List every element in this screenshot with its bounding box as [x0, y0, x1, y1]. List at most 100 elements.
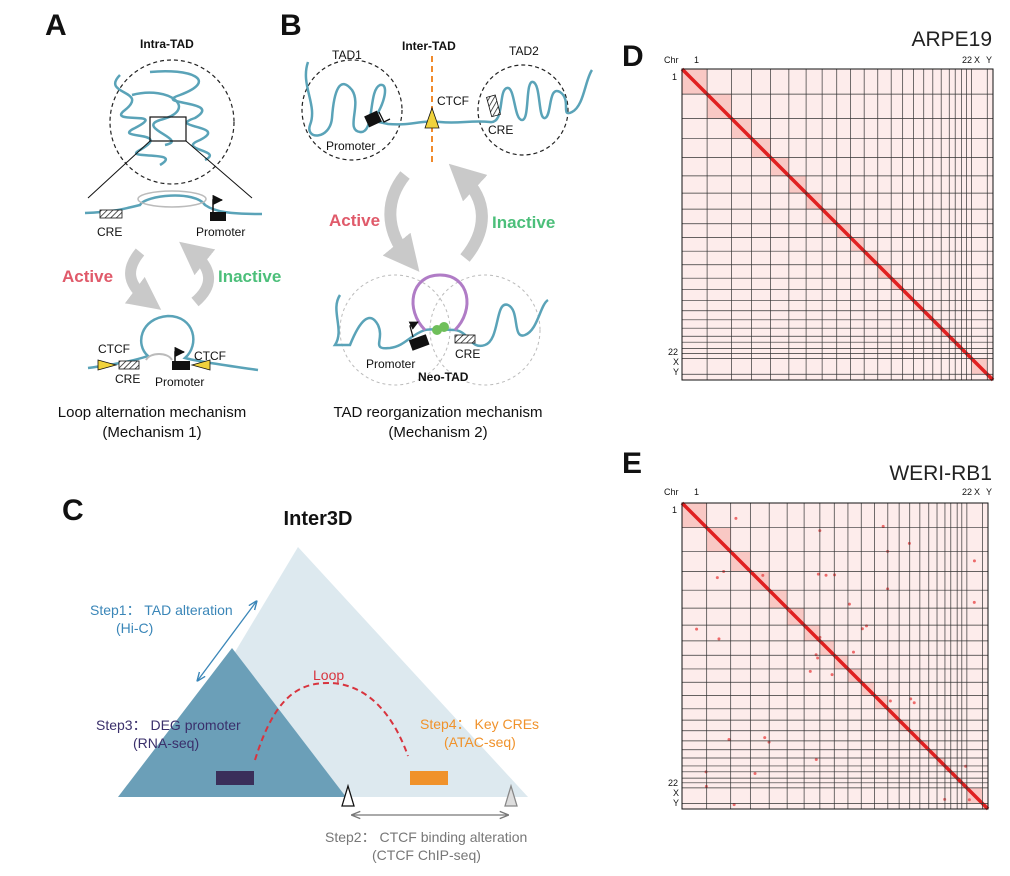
panel-e: E WERI-RB1 Chr 1 22 X Y 1 22 X Y [622, 447, 992, 811]
top-label-e-1: 1 [694, 487, 699, 497]
tad2-circle [477, 64, 569, 156]
step1-line2: (Hi-C) [116, 620, 153, 636]
top-label-e-x: X [974, 487, 980, 497]
ctcf-triangle-c-right [504, 783, 518, 807]
hic-e-contact-spot-1 [830, 673, 834, 677]
cre-box-bottom-a [118, 360, 140, 370]
ctcf-triangle-b [424, 106, 440, 129]
hic-e-contact-spot-21 [788, 608, 792, 612]
step3-line1: Step3： DEG promoter [96, 717, 241, 733]
chr-label-d: Chr [664, 55, 679, 65]
tss-arrow-bottom [174, 346, 186, 361]
tad1-circle [301, 59, 403, 161]
hic-e-contact-spot-3 [816, 656, 820, 660]
hic-e-contact-spot-23 [753, 772, 757, 776]
key-cre-bar [410, 771, 448, 785]
inactive-arrow-b [448, 163, 488, 262]
hic-title-e: WERI-RB1 [889, 462, 992, 485]
zoom-line-left [87, 140, 151, 199]
label-promoter-bottom-a: Promoter [155, 375, 204, 389]
hic-e-contact-spot-15 [808, 669, 812, 673]
panel-a-header: Intra-TAD [140, 37, 194, 51]
left-label-d-x: X [673, 357, 679, 367]
ctcf-triangle-left [97, 359, 118, 371]
label-ctcf-left-a: CTCF [98, 342, 130, 356]
zoom-line-right [185, 140, 253, 199]
hic-e-contact-spot-29 [695, 627, 699, 631]
loop-arc [254, 681, 409, 761]
hic-e-contact-spot-31 [972, 600, 976, 604]
hic-e-border [681, 502, 989, 810]
label-cre-b-top: CRE [488, 123, 513, 137]
step1-line1: Step1： TAD alteration [90, 602, 233, 618]
label-promoter-top-a: Promoter [196, 225, 245, 239]
inactive-arrow-a [179, 241, 216, 307]
hic-e-contact-spot-26 [912, 701, 916, 705]
chromatin-fiber-b-bottom [332, 294, 549, 350]
caption-a-line1: Loop alternation mechanism [58, 404, 246, 421]
tad2-circle-bottom [429, 274, 541, 386]
panel-b: B Inter-TAD TAD1 TAD2 CTCF Promoter CRE … [280, 9, 594, 441]
ctcf-triangle-c-left [341, 783, 355, 807]
cre-box-b-bottom [454, 334, 476, 344]
panel-b-letter: B [280, 9, 302, 42]
panel-c-letter: C [62, 494, 84, 527]
label-ctcf-b: CTCF [437, 94, 469, 108]
step2-line2: (CTCF ChIP-seq) [372, 847, 481, 863]
tad-triangle-small [118, 648, 346, 797]
label-cre-bottom-a: CRE [115, 372, 140, 386]
inter3d-title: Inter3D [284, 508, 353, 530]
panel-d: D ARPE19 Chr 1 22 X Y 1 22 X Y [622, 28, 995, 382]
loop-anchor [145, 353, 173, 361]
hic-e-contact-spot-24 [824, 573, 828, 577]
caption-b-line2: (Mechanism 2) [388, 424, 487, 441]
top-label-d-22: 22 [962, 55, 972, 65]
label-inactive-b: Inactive [492, 213, 555, 232]
chromatin-fiber-a [113, 70, 212, 167]
step2-line1: Step2： CTCF binding alteration [325, 829, 527, 845]
label-inactive-a: Inactive [218, 267, 281, 286]
label-cre-b-bottom: CRE [455, 347, 480, 361]
label-tad1: TAD1 [332, 48, 362, 62]
gray-loop [137, 190, 207, 208]
tss-b-top [378, 111, 391, 123]
hic-e-contact-spot-32 [814, 653, 818, 657]
hic-e-contact-spot-7 [881, 524, 885, 528]
hic-e-contact-spot-17 [732, 803, 736, 807]
hic-title-d: ARPE19 [911, 28, 992, 51]
hic-e-contact-spot-10 [851, 650, 855, 654]
cohesin-2 [439, 322, 449, 332]
top-label-d-y: Y [986, 55, 992, 65]
caption-a-line2: (Mechanism 1) [102, 424, 201, 441]
left-label-d-22: 22 [668, 347, 678, 357]
promoter-box-b-bottom [408, 334, 430, 351]
tss-arrow-top [212, 194, 224, 212]
panel-a: A Intra-TAD CRE Promoter Active Inactive… [45, 9, 281, 441]
loop-label: Loop [313, 667, 344, 683]
promoter-box-bottom-a [172, 361, 190, 370]
step1-arrow [198, 602, 256, 680]
intra-tad-circle [109, 59, 235, 185]
top-label-e-y: Y [986, 487, 992, 497]
zoom-box [149, 116, 187, 142]
hic-e-contact-spot-12 [967, 798, 971, 802]
label-promoter-b-top: Promoter [326, 139, 375, 153]
panel-c: C Inter3D Step1： TAD alteration (Hi-C) L… [62, 494, 539, 863]
top-label-d-x: X [974, 55, 980, 65]
hic-e-contact-spot-36 [907, 541, 911, 545]
caption-b-line1: TAD reorganization mechanism [334, 404, 543, 421]
hic-e-contact-spot-20 [727, 737, 731, 741]
hic-e-contact-spot-18 [816, 572, 820, 576]
step3-line2: (RNA-seq) [133, 735, 199, 751]
promoter-box-top [210, 212, 226, 221]
top-label-e-22: 22 [962, 487, 972, 497]
active-arrow-b [382, 171, 420, 272]
cre-box-top [99, 209, 123, 219]
promoter-box-b-top [364, 110, 382, 128]
hic-e-contact-spot-37 [763, 736, 767, 740]
left-label-e-22: 22 [668, 778, 678, 788]
label-neo-tad: Neo-TAD [418, 370, 469, 384]
chr-label-e: Chr [664, 487, 679, 497]
hic-e-contact-spot-5 [860, 627, 864, 631]
